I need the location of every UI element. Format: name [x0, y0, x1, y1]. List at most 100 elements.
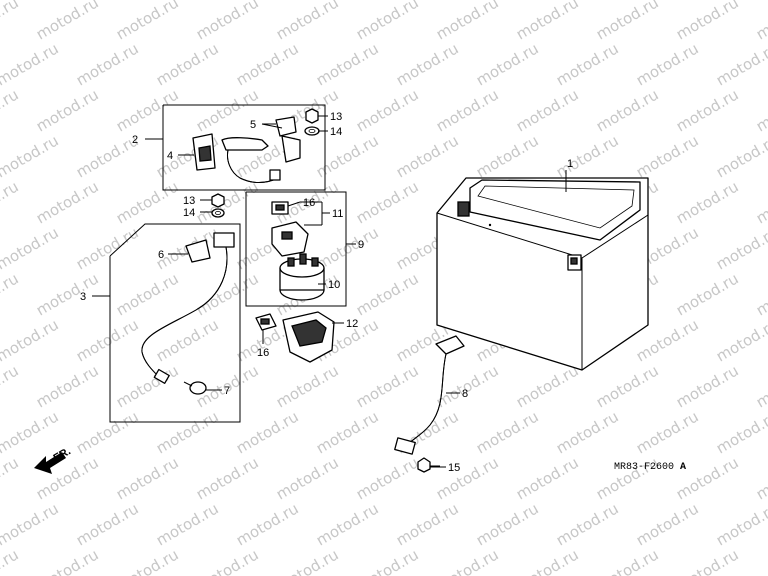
callout-14-top: 14: [330, 126, 342, 138]
fuse-16-lower[interactable]: [255, 313, 277, 331]
watermark-text: motod.ru: [593, 453, 662, 503]
callout-11: 11: [332, 208, 343, 220]
terminal-cover-5[interactable]: [275, 116, 301, 163]
relay-cover-12[interactable]: [282, 311, 335, 363]
watermark-text: motod.ru: [353, 177, 422, 227]
watermark-text: motod.ru: [513, 361, 582, 411]
callout-7: 7: [224, 385, 230, 397]
watermark-text: motod.ru: [753, 361, 768, 411]
watermark-text: motod.ru: [353, 0, 422, 43]
watermark-text: motod.ru: [673, 361, 742, 411]
watermark-text: motod.ru: [553, 39, 622, 89]
starter-relay-10[interactable]: [279, 253, 325, 301]
watermark-text: motod.ru: [713, 407, 768, 457]
watermark-text: motod.ru: [513, 85, 582, 135]
callout-16-top: 16: [303, 197, 315, 209]
watermark-text: motod.ru: [353, 545, 422, 576]
watermark-text: motod.ru: [113, 177, 182, 227]
diagram-code: MR83-F2600 A: [614, 462, 686, 473]
watermark-text: motod.ru: [313, 39, 382, 89]
watermark-text: motod.ru: [593, 85, 662, 135]
watermark-text: motod.ru: [193, 0, 262, 43]
watermark-text: motod.ru: [153, 39, 222, 89]
watermark-text: motod.ru: [0, 361, 22, 411]
watermark-text: motod.ru: [153, 407, 222, 457]
battery[interactable]: [436, 177, 649, 371]
watermark-text: motod.ru: [33, 177, 102, 227]
watermark-text: motod.ru: [153, 315, 222, 365]
callout-5: 5: [250, 119, 256, 131]
callout-8: 8: [462, 388, 468, 400]
watermark-text: motod.ru: [233, 39, 302, 89]
fuse-set-11[interactable]: [271, 221, 309, 257]
watermark-text: motod.ru: [0, 315, 62, 365]
callout-10: 10: [328, 279, 340, 291]
watermark-text: motod.ru: [673, 85, 742, 135]
watermark-text: motod.ru: [273, 361, 342, 411]
callout-6: 6: [158, 249, 164, 261]
bolt-15[interactable]: [417, 457, 440, 473]
watermark-text: motod.ru: [233, 499, 302, 549]
front-arrow-icon: [34, 452, 66, 474]
watermark-text: motod.ru: [713, 39, 768, 89]
negative-cable-group: [109, 223, 241, 423]
diagram-code-suffix: A: [680, 462, 686, 473]
callout-4: 4: [167, 150, 173, 162]
callout-1: 1: [567, 158, 573, 170]
watermark-text: motod.ru: [353, 85, 422, 135]
callout-16-lower: 16: [257, 347, 269, 359]
watermark-text: motod.ru: [0, 177, 22, 227]
negative-cable[interactable]: [141, 232, 235, 384]
watermark-text: motod.ru: [473, 39, 542, 89]
watermark-text: motod.ru: [633, 499, 702, 549]
terminal-cover-6[interactable]: [185, 239, 211, 263]
callout-9: 9: [358, 239, 364, 251]
watermark-text: motod.ru: [193, 545, 262, 576]
watermark-text: motod.ru: [33, 545, 102, 576]
watermark-text: motod.ru: [113, 0, 182, 43]
watermark-text: motod.ru: [233, 407, 302, 457]
bolt-7[interactable]: [183, 381, 207, 395]
watermark-text: motod.ru: [113, 269, 182, 319]
watermark-text: motod.ru: [113, 85, 182, 135]
watermark-text: motod.ru: [353, 361, 422, 411]
watermark-text: motod.ru: [73, 223, 142, 273]
watermark-text: motod.ru: [433, 545, 502, 576]
watermark-text: motod.ru: [353, 453, 422, 503]
terminal-cover-4[interactable]: [192, 133, 216, 171]
watermark-text: motod.ru: [153, 499, 222, 549]
washer-14-top[interactable]: [304, 126, 320, 136]
fuse-16-top[interactable]: [271, 201, 289, 215]
watermark-text: motod.ru: [193, 177, 262, 227]
watermark-text: motod.ru: [753, 453, 768, 503]
watermark-text: motod.ru: [0, 223, 62, 273]
watermark-text: motod.ru: [633, 407, 702, 457]
watermark-text: motod.ru: [273, 453, 342, 503]
watermark-text: motod.ru: [273, 0, 342, 43]
watermark-text: motod.ru: [593, 0, 662, 43]
watermark-text: motod.ru: [473, 499, 542, 549]
washer-14-lower[interactable]: [211, 208, 225, 218]
watermark-text: motod.ru: [673, 453, 742, 503]
watermark-text: motod.ru: [0, 0, 22, 43]
watermark-text: motod.ru: [473, 131, 542, 181]
watermark-text: motod.ru: [433, 0, 502, 43]
nut-13-top[interactable]: [305, 108, 319, 124]
watermark-text: motod.ru: [713, 499, 768, 549]
callout-12: 12: [346, 318, 358, 330]
watermark-text: motod.ru: [553, 499, 622, 549]
watermark-text: motod.ru: [433, 453, 502, 503]
watermark-text: motod.ru: [113, 453, 182, 503]
ground-cable-8[interactable]: [394, 335, 465, 455]
watermark-text: motod.ru: [313, 131, 382, 181]
watermark-text: motod.ru: [313, 407, 382, 457]
positive-cable-group: [162, 104, 326, 191]
leader-lines: [92, 115, 567, 468]
positive-cable[interactable]: [221, 137, 281, 183]
nut-13-lower[interactable]: [211, 193, 225, 208]
callout-14-lower: 14: [183, 207, 195, 219]
watermark-text: motod.ru: [713, 223, 768, 273]
callout-3: 3: [80, 291, 86, 303]
watermark-text: motod.ru: [353, 269, 422, 319]
